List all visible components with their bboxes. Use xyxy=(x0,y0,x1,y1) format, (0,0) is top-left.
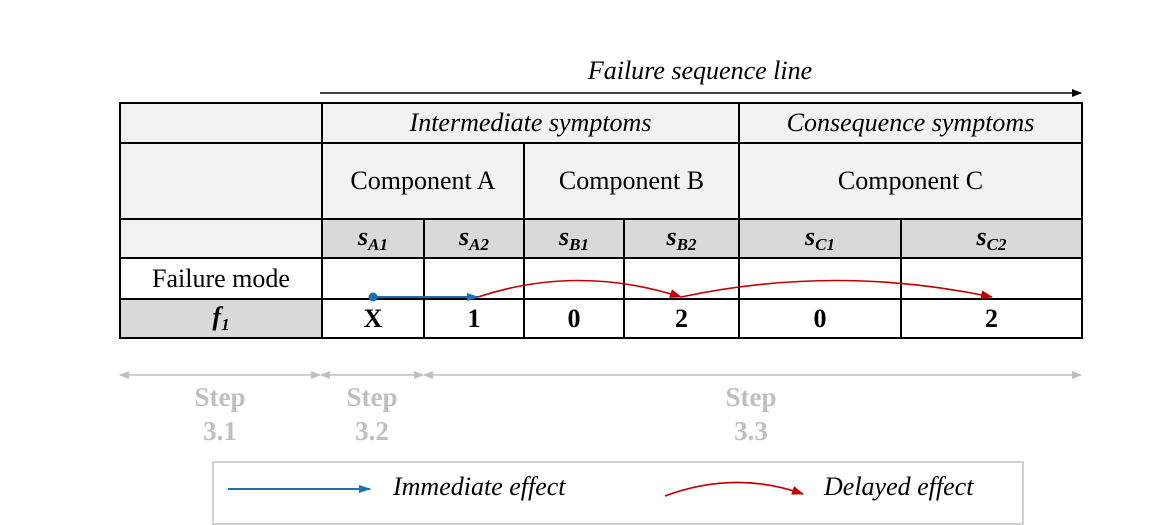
fault-label: f1 xyxy=(119,298,323,339)
step-3-3-label: Step 3.3 xyxy=(701,380,801,448)
component-c: Component C xyxy=(738,142,1083,220)
corner-cell-bottom xyxy=(119,218,323,259)
value-sc1: 0 xyxy=(738,298,902,339)
step-3-2-word: Step xyxy=(346,382,398,412)
sequence-line-label: Failure sequence line xyxy=(587,56,813,85)
symptom-sa1: sA1 xyxy=(321,218,425,259)
step-3-3-number: 3.3 xyxy=(734,416,768,446)
step-3-1-number: 3.1 xyxy=(203,416,237,446)
symptom-header-row: sA1 sA2 sB1 sB2 sC1 sC2 xyxy=(119,218,1083,259)
step-3-1-label: Step 3.1 xyxy=(170,380,270,448)
step-3-2-number: 3.2 xyxy=(355,416,389,446)
value-sc2: 2 xyxy=(900,298,1083,339)
failure-mode-label: Failure mode xyxy=(119,257,323,300)
group-intermediate: Intermediate symptoms xyxy=(321,102,740,144)
step-3-2-label: Step 3.2 xyxy=(322,380,422,448)
delayed-effect-arrow-1 xyxy=(477,279,682,298)
step-3-1-word: Step xyxy=(194,382,246,412)
legend-immediate-label: Immediate effect xyxy=(393,472,566,501)
symptom-sa2: sA2 xyxy=(423,218,525,259)
symptom-sb2: sB2 xyxy=(623,218,740,259)
symptom-sb1: sB1 xyxy=(523,218,625,259)
group-header-row: Intermediate symptoms Consequence sympto… xyxy=(119,102,1083,144)
fault-row: f1 X 1 0 2 0 2 xyxy=(119,298,1083,339)
value-sb1: 0 xyxy=(523,298,625,339)
step-3-3-word: Step xyxy=(725,382,777,412)
failure-matrix: Intermediate symptoms Consequence sympto… xyxy=(119,102,1083,339)
legend-delayed-label: Delayed effect xyxy=(824,472,974,501)
fm-cell-5 xyxy=(738,257,902,300)
group-consequence: Consequence symptoms xyxy=(738,102,1083,144)
component-a: Component A xyxy=(321,142,525,220)
corner-cell-middle xyxy=(119,142,323,220)
diagram-overlay xyxy=(119,89,1082,379)
corner-cell-top xyxy=(119,102,323,144)
symptom-sc1: sC1 xyxy=(738,218,902,259)
symptom-sc2: sC2 xyxy=(900,218,1083,259)
fm-cell-3 xyxy=(523,257,625,300)
value-sb2: 2 xyxy=(623,298,740,339)
component-header-row: Component A Component B Component C xyxy=(119,142,1083,220)
delayed-effect-arrow-2 xyxy=(680,279,993,300)
component-b: Component B xyxy=(523,142,740,220)
